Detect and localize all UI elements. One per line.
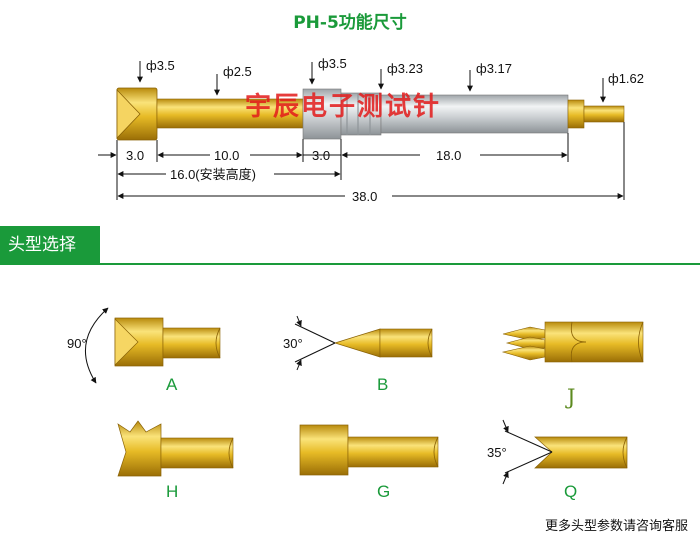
tip-b-letter: B: [377, 375, 388, 394]
section-divider: [0, 263, 700, 265]
tip-type-h[interactable]: H: [117, 420, 234, 501]
diameter-callouts: ф3.5 ф2.5 ф3.5 ф3.23 ф3.17 ф1.62: [137, 56, 644, 103]
probe-barrel: [380, 94, 569, 134]
probe-tail: [583, 105, 625, 123]
dia-barrel: ф3.17: [476, 61, 512, 76]
tip-a-angle: 90°: [67, 336, 87, 351]
section-header: 头型选择: [0, 226, 100, 264]
tip-a-letter: A: [166, 375, 178, 394]
len-total: 38.0: [352, 189, 377, 204]
dia-plunger: ф2.5: [223, 64, 252, 79]
tip-type-a[interactable]: 90° A: [67, 307, 221, 394]
dia-head: ф3.5: [146, 58, 175, 73]
len-head: 3.0: [126, 148, 144, 163]
tip-q-letter: Q: [564, 482, 577, 501]
tip-type-j[interactable]: J: [501, 321, 644, 409]
probe-barrel-ring: [340, 92, 382, 136]
probe-tail-step: [567, 99, 585, 129]
tip-type-b[interactable]: 30° B: [283, 315, 433, 394]
dia-tail: ф1.62: [608, 71, 644, 86]
length-dimensions: [98, 122, 625, 200]
probe-head-v-notch: [116, 89, 141, 139]
footer-note: 更多头型参数请咨询客服: [544, 519, 688, 534]
tip-type-g[interactable]: G: [299, 424, 439, 501]
tip-b-angle: 30°: [283, 336, 303, 351]
watermark-text: 宇辰电子测试针: [245, 92, 442, 122]
page-title: PH-5功能尺寸: [293, 13, 407, 33]
length-labels: 3.0 10.0 3.0 18.0 16.0(安装高度) 38.0: [126, 148, 461, 204]
tip-g-letter: G: [377, 482, 390, 501]
tip-j-letter: J: [565, 385, 575, 409]
len-install-height: 16.0(安装高度): [170, 167, 256, 182]
probe-main: [116, 87, 625, 141]
len-plunger: 10.0: [214, 148, 239, 163]
len-collar: 3.0: [312, 148, 330, 163]
len-barrel: 18.0: [436, 148, 461, 163]
tip-type-q[interactable]: 35° Q: [487, 419, 628, 501]
probe-barrel-collar: [302, 88, 342, 140]
dia-ring: ф3.23: [387, 61, 423, 76]
dia-collar: ф3.5: [318, 56, 347, 71]
tip-h-letter: H: [166, 482, 178, 501]
tip-q-angle: 35°: [487, 445, 507, 460]
